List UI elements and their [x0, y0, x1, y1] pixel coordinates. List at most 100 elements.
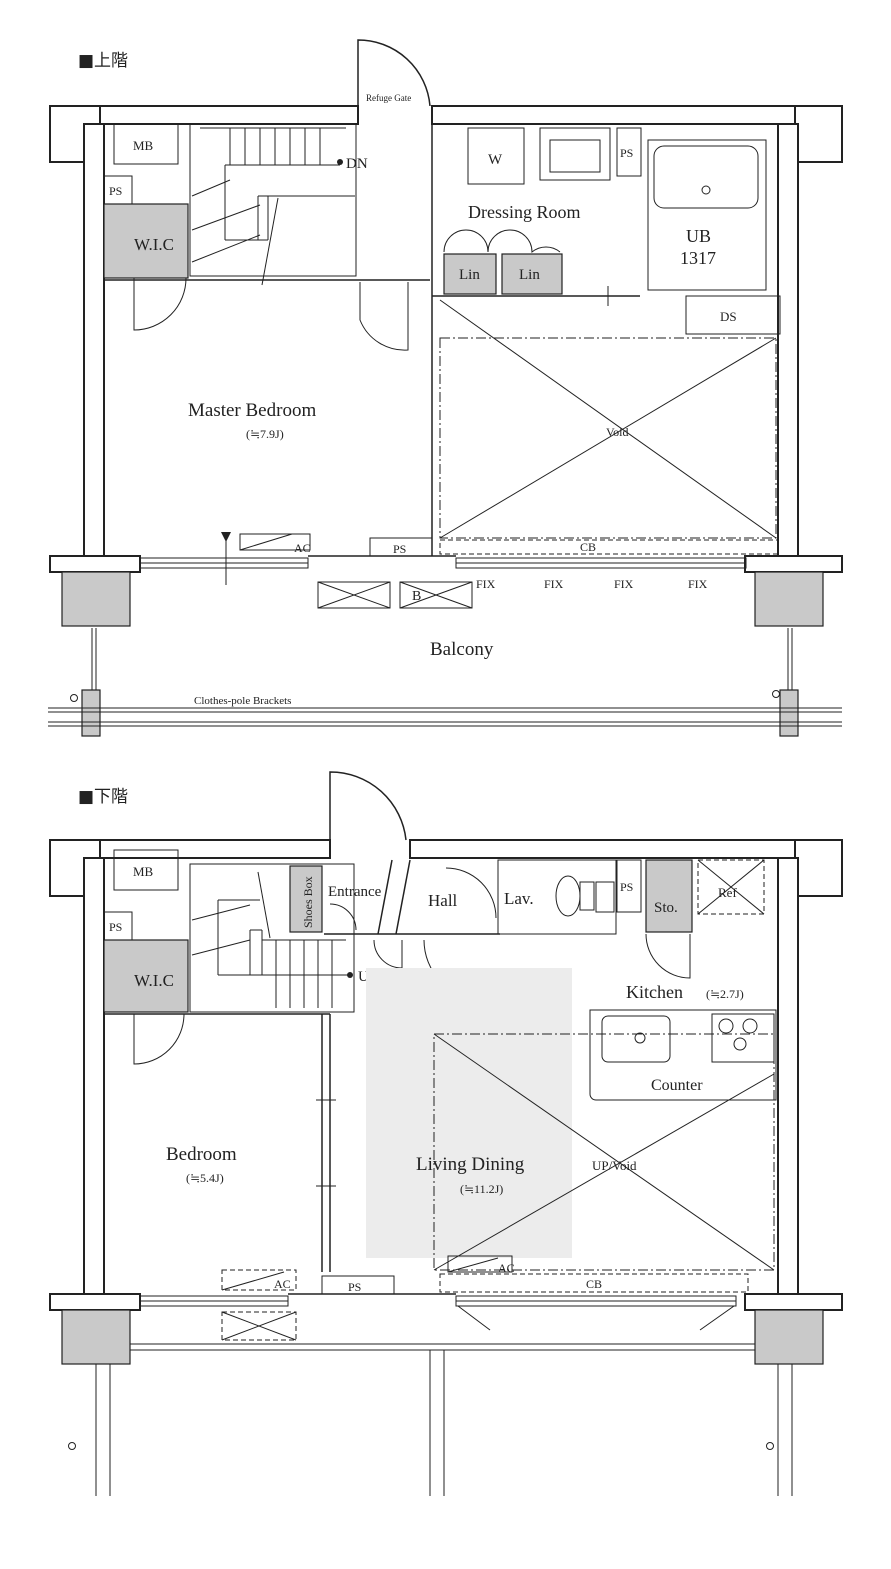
hall-label: Hall [428, 891, 458, 910]
lower-wall-bottom-right [744, 1293, 843, 1311]
kitchen-sink [601, 1015, 671, 1063]
upper-ds-label: DS [720, 309, 737, 324]
upper-outdoor-unit2 [399, 581, 473, 609]
kitchen-sink-drain [634, 1032, 646, 1044]
entrance-label: Entrance [328, 884, 382, 900]
lower-void-diag2 [433, 1073, 775, 1271]
upper-wic-door[interactable] [133, 277, 187, 331]
upper-outdoor-unit1 [317, 581, 391, 609]
dressing-room-label: Dressing Room [468, 202, 581, 222]
upper-stair-well [189, 123, 357, 277]
upper-stairs [191, 127, 355, 286]
upper-lin2-box [501, 253, 563, 295]
upper-balcony-post-right [779, 689, 799, 737]
upper-wic-box [103, 203, 189, 279]
upper-bathtub [653, 145, 759, 209]
shoes-box [289, 865, 323, 933]
upper-unit-bath [647, 139, 767, 291]
lower-entrance-door[interactable] [329, 771, 407, 841]
upper-wic-label: W.I.C [134, 235, 174, 254]
lower-mb-label: MB [133, 864, 154, 879]
upper-ac-label: AC [294, 541, 311, 555]
upper-column-right [754, 571, 824, 627]
upper-fix3-label: FIX [614, 577, 634, 591]
upper-ps-top-box [616, 127, 642, 177]
lower-wic-door[interactable] [133, 1013, 185, 1065]
master-bedroom-size: (≒7.9J) [246, 427, 284, 441]
lower-storage-box [645, 859, 693, 933]
lower-floor-plan: ■下階 MB PS W.I.C [49, 771, 843, 1496]
upper-ac-diag [239, 533, 293, 551]
upper-ub-size-label: 1317 [680, 248, 716, 268]
upper-b-label: B [412, 589, 421, 604]
upper-wall-bottom-right [744, 555, 843, 573]
lower-ps-top-label: PS [620, 880, 633, 894]
lower-floor-header: ■下階 [78, 787, 128, 807]
lower-toilet [555, 875, 581, 917]
lower-wall-top-right [409, 839, 843, 859]
lower-wall-left [83, 857, 105, 1295]
bedroom-label: Bedroom [166, 1144, 237, 1165]
upper-sink-bowl [549, 139, 601, 173]
upper-wall-bottom-left [49, 555, 141, 573]
lower-entrance-step [377, 859, 393, 935]
upper-wall-top-right [431, 105, 843, 125]
upper-void-area [439, 337, 777, 539]
upper-ds-box [685, 295, 781, 335]
upper-lin2-label: Lin [519, 267, 540, 283]
upper-bracket-right [772, 690, 780, 698]
refuge-gate-door[interactable] [357, 39, 431, 107]
upper-sink [539, 127, 611, 181]
lower-lav-door[interactable] [445, 867, 497, 919]
upper-dn-label: DN [346, 156, 368, 172]
upper-balcony-post-left [81, 689, 101, 737]
upper-dn-dot [337, 159, 343, 165]
living-dining-label: Living Dining [416, 1154, 525, 1175]
upper-bracket-left [70, 694, 78, 702]
lower-wic-label: W.I.C [134, 971, 174, 990]
upper-ac-unit [239, 533, 311, 551]
upper-fix2-label: FIX [544, 577, 564, 591]
upper-wall-left [83, 123, 105, 565]
upper-void-diag2 [439, 337, 777, 539]
upper-void-diag1 [439, 299, 777, 539]
upper-wall-right [777, 123, 799, 565]
master-bedroom-label: Master Bedroom [188, 400, 316, 421]
lower-door-swing-left[interactable] [457, 1305, 491, 1331]
kitchen-label: Kitchen [626, 982, 683, 1002]
upper-wall-corner-right [794, 105, 843, 163]
up-void-label: UP/Void [592, 1158, 637, 1173]
lower-wall-corner-right [794, 839, 843, 897]
lower-wic-box [103, 939, 189, 1013]
upper-void-label: Void [606, 425, 628, 439]
upper-mb-label: MB [133, 138, 154, 153]
living-dining-floor [366, 968, 572, 1258]
bedroom-size: (≒5.4J) [186, 1171, 224, 1185]
lower-cb-label: CB [586, 1277, 602, 1291]
lower-ps-top-box [616, 859, 642, 913]
lower-entrance-inner-door[interactable] [329, 903, 357, 931]
upper-bedroom-door[interactable] [359, 282, 409, 351]
upper-ac-marker [221, 532, 231, 542]
upper-fix4-label: FIX [688, 577, 708, 591]
lower-entrance-step2 [395, 859, 411, 935]
lower-fridge-box [697, 859, 765, 915]
upper-ub-label: UB [686, 226, 711, 246]
lower-hall-door[interactable] [373, 939, 403, 969]
lower-column-right [754, 1309, 824, 1365]
lower-storage-door[interactable] [645, 933, 691, 979]
lower-door-swing-right[interactable] [699, 1305, 735, 1331]
lower-toilet-tank [579, 881, 595, 911]
kitchen-size: (≒2.7J) [706, 987, 744, 1001]
upper-linen-doors[interactable] [443, 229, 561, 254]
lower-cb-strip [439, 1273, 749, 1293]
lav-label: Lav. [504, 889, 534, 908]
lower-wall-bottom-left [49, 1293, 141, 1311]
upper-cb-label: CB [580, 540, 596, 554]
lower-lav-room [497, 859, 617, 935]
upper-lin1-box [443, 253, 497, 295]
clothes-pole-label: Clothes-pole Brackets [194, 695, 291, 707]
lower-ps-bottom-label: PS [348, 1280, 361, 1294]
upper-ps-left-label: PS [109, 184, 122, 198]
